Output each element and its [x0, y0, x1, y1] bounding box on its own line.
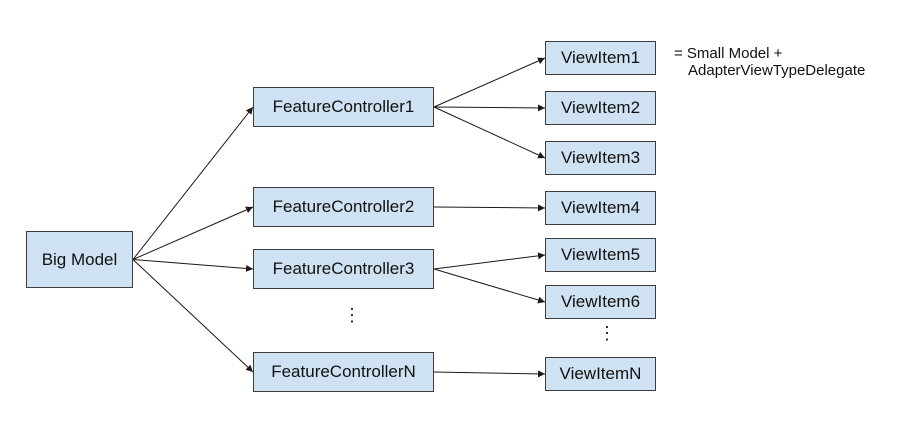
- view-item-6-label: ViewItem6: [560, 292, 641, 311]
- big-model-box: Big Model: [26, 231, 133, 288]
- view-item-5-label: ViewItem5: [560, 245, 641, 264]
- edge-controller-3-to-view-item-6: [433, 268, 546, 304]
- view-item-1-label: ViewItem1: [560, 48, 641, 67]
- edge-controller-2-to-view-item-4: [433, 204, 546, 212]
- note-line-2: AdapterViewTypeDelegate: [688, 62, 866, 79]
- edge-controller-1-to-view-item-2: [433, 104, 546, 112]
- view-item-2-box: ViewItem2: [545, 91, 656, 125]
- feature-controller-3-label: FeatureController3: [272, 259, 415, 278]
- edge-big-model-to-controller-n: [132, 259, 254, 373]
- feature-controller-n-label: FeatureControllerN: [271, 362, 416, 381]
- edge-big-model-to-controller-2: [132, 206, 254, 260]
- feature-controller-n-box: FeatureControllerN: [253, 352, 434, 392]
- view-item-n-label: ViewItemN: [559, 364, 642, 383]
- view-item-4-box: ViewItem4: [545, 191, 656, 225]
- edge-controller-1-to-view-item-1: [433, 57, 546, 108]
- view-item-5-box: ViewItem5: [545, 238, 656, 272]
- feature-controller-1-box: FeatureController1: [253, 87, 434, 127]
- note-line-1: = Small Model +: [674, 45, 783, 62]
- edge-big-model-to-controller-1: [132, 106, 254, 260]
- feature-controller-2-label: FeatureController2: [272, 197, 415, 216]
- edge-controller-1-to-view-item-3: [433, 106, 546, 159]
- feature-controller-1-label: FeatureController1: [272, 97, 415, 116]
- edge-controller-n-to-view-item-n: [433, 370, 546, 378]
- view-item-2-label: ViewItem2: [560, 98, 641, 117]
- edge-controller-3-to-view-item-5: [433, 252, 546, 270]
- view-item-3-label: ViewItem3: [560, 148, 641, 167]
- view-items-ellipsis: ⋮: [598, 323, 616, 343]
- view-item-6-box: ViewItem6: [545, 285, 656, 319]
- view-item-note: = Small Model + AdapterViewTypeDelegate: [674, 45, 865, 79]
- edge-big-model-to-controller-3: [132, 259, 254, 272]
- controllers-ellipsis: ⋮: [343, 305, 361, 325]
- view-item-n-box: ViewItemN: [545, 357, 656, 391]
- big-model-label: Big Model: [41, 249, 118, 269]
- feature-controller-2-box: FeatureController2: [253, 187, 434, 227]
- view-item-3-box: ViewItem3: [545, 141, 656, 175]
- view-item-4-label: ViewItem4: [560, 198, 641, 217]
- feature-controller-3-box: FeatureController3: [253, 249, 434, 289]
- view-item-1-box: ViewItem1: [545, 41, 656, 75]
